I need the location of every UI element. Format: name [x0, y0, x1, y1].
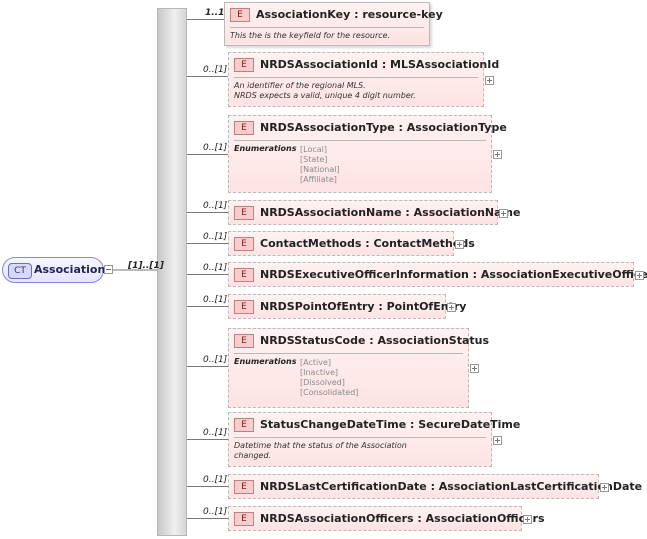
element-box[interactable]: E ContactMethods : ContactMethods	[228, 231, 475, 256]
element-multiplicity: 0..[1]	[203, 355, 228, 365]
enumeration-value: [Local]	[300, 145, 327, 154]
element-box[interactable]: E NRDSLastCertificationDate : Association…	[228, 474, 642, 499]
enumeration-value: [Active]	[300, 358, 331, 367]
complex-type-name: Association	[34, 263, 106, 276]
element-multiplicity: 0..[1]	[203, 507, 228, 517]
element-title: AssociationKey : resource-key	[256, 8, 443, 21]
element-badge: E	[234, 300, 254, 314]
element-badge: E	[234, 480, 254, 494]
enumeration-value: [Consolidated]	[300, 388, 359, 397]
documentation-line: Datetime that the status of the Associat…	[234, 441, 407, 450]
enumerations-list: [Active][Inactive][Dissolved][Consolidat…	[300, 358, 358, 398]
element-badge: E	[234, 334, 254, 348]
connector-line	[187, 366, 228, 367]
element-title: NRDSPointOfEntry : PointOfEntry	[260, 300, 467, 313]
element-title: NRDSAssociationOfficers : AssociationOff…	[260, 512, 545, 525]
element-badge: E	[234, 206, 254, 220]
element-multiplicity: 0..[1]	[203, 65, 228, 75]
expand-icon[interactable]	[499, 209, 508, 218]
element-documentation: This the is the keyfield for the resourc…	[230, 31, 390, 41]
element-badge: E	[234, 58, 254, 72]
collapse-icon[interactable]	[104, 265, 113, 274]
element-multiplicity: 0..[1]	[203, 263, 228, 273]
element-box[interactable]: E NRDSAssociationOfficers : AssociationOf…	[228, 506, 545, 531]
element-box[interactable]: E NRDSPointOfEntry : PointOfEntry	[228, 294, 466, 319]
enumeration-value: [Inactive]	[300, 368, 338, 377]
element-multiplicity: 0..[1]	[203, 232, 228, 242]
documentation-line: NRDS expects a valid, unique 4 digit num…	[234, 91, 416, 100]
expand-icon[interactable]	[455, 240, 464, 249]
element-separator	[234, 77, 478, 78]
enumeration-value: [Affiliate]	[300, 175, 337, 184]
expand-icon[interactable]	[635, 271, 644, 280]
expand-icon[interactable]	[493, 150, 502, 159]
element-documentation: Datetime that the status of the Associat…	[234, 441, 407, 461]
element-multiplicity: 0..[1]	[203, 201, 228, 211]
expand-icon[interactable]	[447, 303, 456, 312]
connector-line	[187, 306, 228, 307]
enumeration-value: [Dissolved]	[300, 378, 345, 387]
sequence-bar	[157, 8, 187, 536]
enumerations-label: Enumerations	[234, 144, 297, 153]
element-title: ContactMethods : ContactMethods	[260, 237, 475, 250]
element-badge: E	[234, 512, 254, 526]
element-multiplicity: 0..[1]	[203, 295, 228, 305]
complex-type-node[interactable]: CT Association	[2, 257, 106, 283]
element-separator	[234, 140, 486, 141]
element-separator	[234, 353, 463, 354]
enumerations-label: Enumerations	[234, 357, 297, 366]
element-badge: E	[234, 237, 254, 251]
element-documentation: An identifier of the regional MLS.NRDS e…	[234, 81, 416, 101]
element-title: NRDSLastCertificationDate : AssociationL…	[260, 480, 643, 493]
expand-icon[interactable]	[523, 515, 532, 524]
connector-line	[187, 243, 228, 244]
connector-line	[187, 19, 224, 20]
element-title: StatusChangeDateTime : SecureDateTime	[260, 418, 521, 431]
element-separator	[234, 437, 486, 438]
connector-line	[187, 76, 228, 77]
documentation-line: This the is the keyfield for the resourc…	[230, 31, 391, 40]
connector-line	[187, 439, 228, 440]
element-box[interactable]: E NRDSAssociationId : MLSAssociationId An …	[228, 52, 499, 107]
element-multiplicity: 0..[1]	[203, 475, 228, 485]
element-title: NRDSExecutiveOfficerInformation : Associ…	[260, 268, 647, 281]
element-title: NRDSAssociationName : AssociationName	[260, 206, 521, 219]
expand-icon[interactable]	[485, 76, 494, 85]
element-multiplicity: 0..[1]	[203, 143, 228, 153]
element-badge: E	[234, 121, 254, 135]
element-multiplicity: 1..1	[205, 8, 225, 18]
enumerations-list: [Local][State][National][Affiliate]	[300, 145, 340, 185]
expand-icon[interactable]	[600, 483, 609, 492]
connector-line	[187, 486, 228, 487]
documentation-line: changed.	[234, 451, 272, 460]
element-box[interactable]: E NRDSExecutiveOfficerInformation : Assoc…	[228, 262, 647, 287]
connector-line	[187, 518, 228, 519]
connector-line	[187, 154, 228, 155]
connector-line	[187, 212, 228, 213]
element-title: NRDSAssociationType : AssociationType	[260, 121, 507, 134]
complex-type-badge: CT	[8, 263, 32, 279]
element-title: NRDSAssociationId : MLSAssociationId	[260, 58, 500, 71]
element-badge: E	[234, 268, 254, 282]
complex-type-multiplicity: [1]..[1]	[128, 261, 164, 271]
expand-icon[interactable]	[493, 436, 502, 445]
enumeration-value: [State]	[300, 155, 328, 164]
connector-line	[187, 274, 228, 275]
element-multiplicity: 0..[1]	[203, 428, 228, 438]
expand-icon[interactable]	[470, 364, 479, 373]
documentation-line: An identifier of the regional MLS.	[234, 81, 366, 90]
element-badge: E	[234, 418, 254, 432]
element-box[interactable]: E NRDSAssociationName : AssociationName	[228, 200, 520, 225]
element-separator	[230, 27, 424, 28]
element-title: NRDSStatusCode : AssociationStatus	[260, 334, 490, 347]
element-badge: E	[230, 8, 250, 22]
enumeration-value: [National]	[300, 165, 340, 174]
